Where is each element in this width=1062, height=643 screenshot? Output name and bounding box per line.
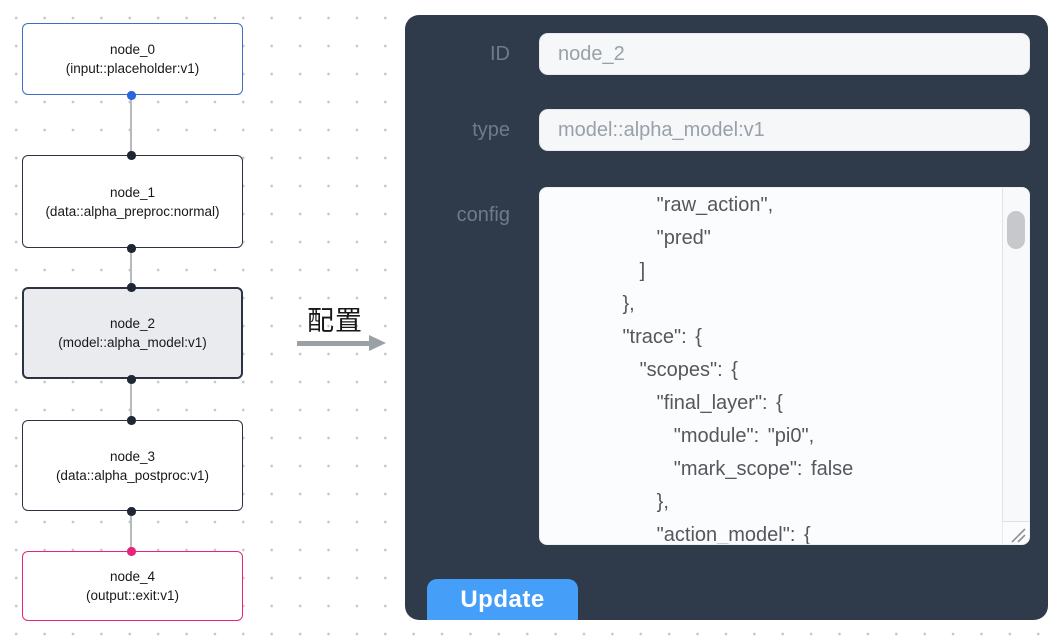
config-scrollbar-thumb[interactable] <box>1007 211 1025 249</box>
textarea-resize-handle-icon[interactable] <box>1008 528 1026 543</box>
edge-node0-node1 <box>130 95 132 155</box>
handle-node1-source[interactable] <box>127 244 136 253</box>
id-field-label: ID <box>490 43 510 65</box>
configure-label: 配置 <box>307 306 363 336</box>
edge-node1-node2 <box>130 248 132 287</box>
update-button[interactable]: Update <box>427 579 578 620</box>
node-title: node_1 <box>109 184 156 200</box>
edge-node3-node4 <box>130 511 132 551</box>
config-scrollbar-track[interactable] <box>1002 188 1029 521</box>
config-scrollbar-corner <box>1002 521 1029 544</box>
flow-node-node3[interactable]: node_3 (data::alpha_postproc:v1) <box>22 420 243 511</box>
type-field-label: type <box>472 119 510 141</box>
id-field-input[interactable]: node_2 <box>539 33 1030 75</box>
node-title: node_4 <box>109 569 156 584</box>
handle-node4-target[interactable] <box>127 547 136 556</box>
node-type-label: (model::alpha_model:v1) <box>58 335 207 350</box>
node-type-label: (data::alpha_postproc:v1) <box>55 467 210 483</box>
config-textarea[interactable]: "raw_action", "pred" ] }, "trace": { "sc… <box>539 187 1030 545</box>
configure-arrowhead-icon <box>369 335 386 351</box>
handle-node1-target[interactable] <box>127 151 136 160</box>
handle-node3-source[interactable] <box>127 507 136 516</box>
flow-node-node4[interactable]: node_4 (output::exit:v1) <box>22 551 243 621</box>
node-config-panel: ID node_2 type model::alpha_model:v1 con… <box>405 15 1048 620</box>
node-title: node_2 <box>109 316 156 331</box>
node-type-label: (input::placeholder:v1) <box>65 61 200 76</box>
handle-node3-target[interactable] <box>127 416 136 425</box>
node-title: node_3 <box>109 448 156 464</box>
config-json-text: "raw_action", "pred" ] }, "trace": { "sc… <box>622 194 854 545</box>
handle-node2-target[interactable] <box>127 283 136 292</box>
flow-node-node1[interactable]: node_1 (data::alpha_preproc:normal) <box>22 155 243 248</box>
type-field-input[interactable]: model::alpha_model:v1 <box>539 109 1030 151</box>
edge-node2-node3 <box>130 379 132 420</box>
configure-arrow-icon <box>297 341 370 346</box>
flow-node-node2-selected[interactable]: node_2 (model::alpha_model:v1) <box>22 287 243 379</box>
config-field-label: config <box>456 204 510 226</box>
handle-node0-source[interactable] <box>127 91 136 100</box>
node-type-label: (output::exit:v1) <box>85 588 180 603</box>
flow-node-node0[interactable]: node_0 (input::placeholder:v1) <box>22 23 243 95</box>
node-type-label: (data::alpha_preproc:normal) <box>45 203 220 219</box>
handle-node2-source[interactable] <box>127 375 136 384</box>
node-title: node_0 <box>109 42 156 57</box>
